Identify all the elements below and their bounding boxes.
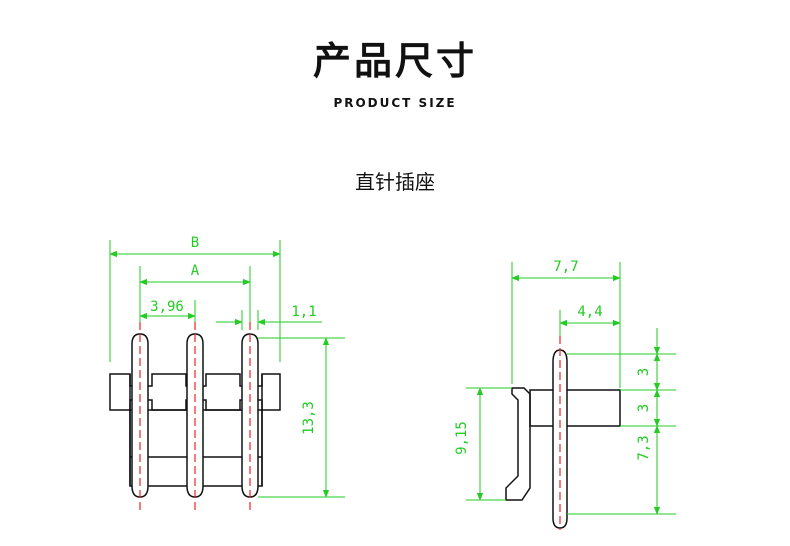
dim-pin-width-label: 1,1	[291, 304, 316, 320]
dim-lower-pin-label: 7,3	[636, 435, 652, 460]
pin-1	[131, 333, 149, 498]
dim-hook-label: 9,15	[454, 421, 470, 455]
dim-a-label: A	[191, 263, 200, 279]
dim-body-label: 3	[636, 404, 652, 412]
pin-2	[186, 333, 204, 498]
page-title: 产品尺寸	[312, 39, 477, 83]
latch-hook	[505, 387, 531, 501]
front-centerlines	[139, 322, 251, 512]
side-dimensions	[466, 262, 676, 515]
section-title: 直针插座	[355, 170, 435, 194]
page-subtitle: PRODUCT SIZE	[333, 96, 457, 110]
side-body	[529, 389, 621, 427]
dim-depth-label: 7,7	[553, 259, 578, 275]
housing-top-outline	[109, 373, 281, 411]
dim-upper-pin-label: 3	[636, 368, 652, 376]
dim-offset-label: 4,4	[577, 304, 602, 320]
side-view	[505, 349, 621, 529]
pin-3	[241, 333, 259, 498]
front-dimensions	[109, 240, 345, 498]
dim-pitch-label: 3,96	[150, 299, 184, 315]
dim-height-label: 13,3	[301, 401, 317, 435]
front-view	[109, 333, 281, 498]
dim-b-label: B	[191, 235, 199, 251]
